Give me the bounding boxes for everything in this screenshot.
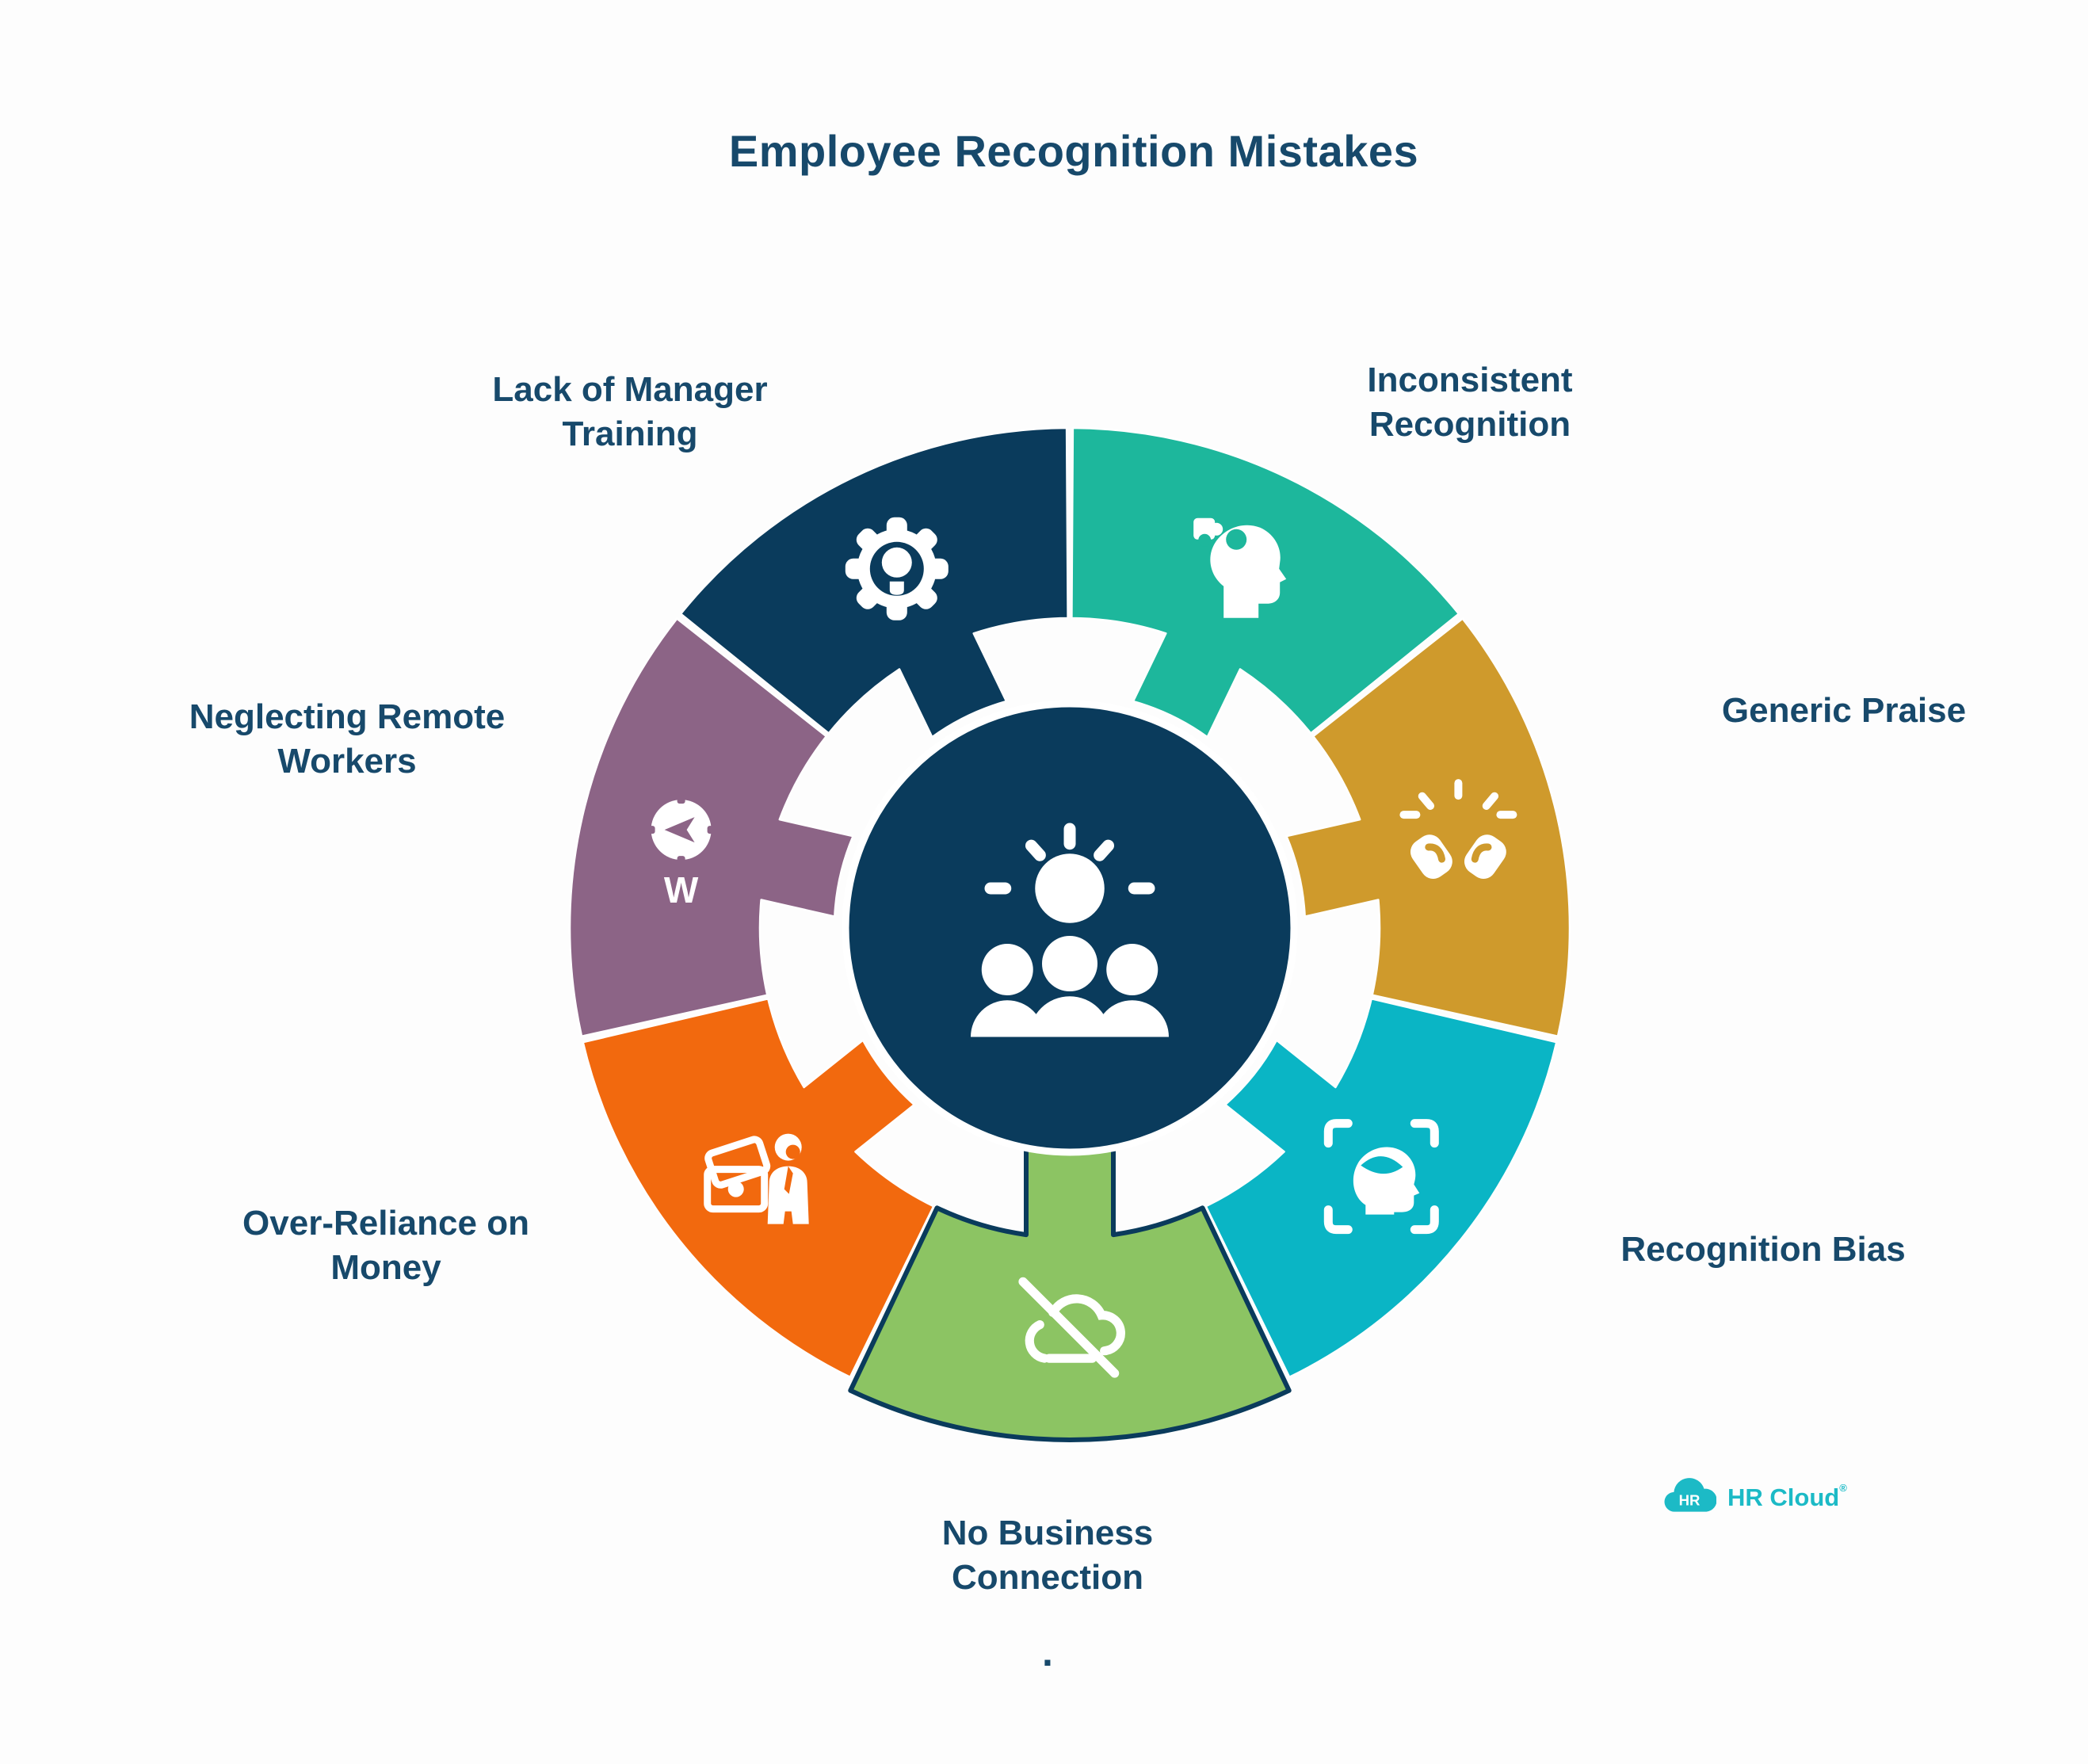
registered-mark: ® bbox=[1839, 1482, 1847, 1494]
wheel-center-circle bbox=[842, 700, 1298, 1156]
label-neglecting-remote-workers: Neglecting Remote Workers bbox=[189, 697, 506, 781]
label-recognition-bias: Recognition Bias bbox=[1620, 1230, 1906, 1270]
label-lack-of-manager-training: Lack of Manager Training bbox=[492, 370, 768, 453]
compass-west-letter: W bbox=[664, 869, 699, 911]
hr-cloud-logo: HR HR Cloud® bbox=[1664, 1476, 1847, 1518]
gear-bulb-icon bbox=[845, 517, 949, 620]
segment-no-business-connection bbox=[848, 1143, 1292, 1442]
segment-over-reliance-on-money bbox=[582, 998, 935, 1379]
logo-wordmark: HR Cloud® bbox=[1727, 1482, 1847, 1511]
page-title: Employee Recognition Mistakes bbox=[728, 126, 1419, 176]
logo-badge-text: HR bbox=[1679, 1491, 1701, 1508]
label-inconsistent-recognition: Inconsistent Recognition bbox=[1367, 361, 1573, 444]
footnote-dot: . bbox=[1042, 1630, 1053, 1674]
label-over-reliance-on-money: Over-Reliance on Money bbox=[242, 1204, 529, 1287]
segment-generic-praise bbox=[1285, 617, 1571, 1037]
cloud-shape bbox=[1664, 1478, 1716, 1512]
label-generic-praise: Generic Praise bbox=[1721, 691, 1967, 731]
label-no-business-connection: No Business Connection bbox=[941, 1514, 1154, 1597]
hr-cloud-icon: HR bbox=[1664, 1478, 1716, 1512]
